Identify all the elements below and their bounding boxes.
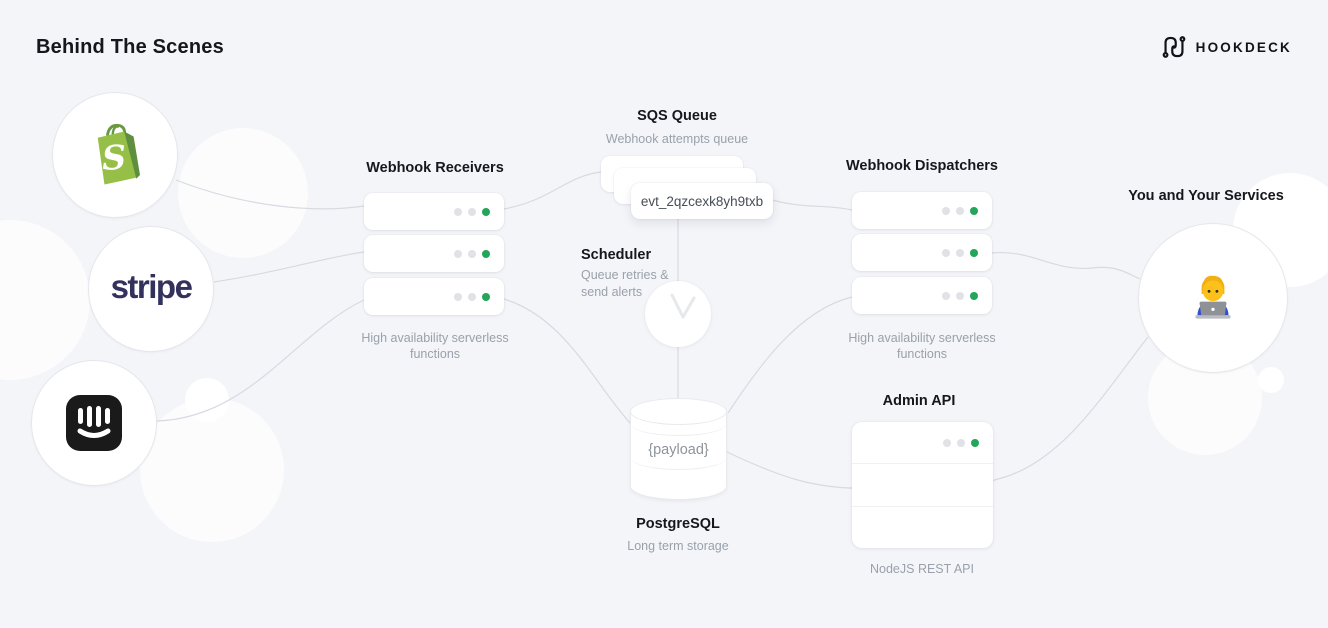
admin-api-row: [852, 422, 993, 463]
payload-label: {payload}: [648, 442, 709, 458]
status-dot: [454, 249, 462, 258]
source-stripe: stripe: [88, 226, 214, 352]
status-dot: [942, 291, 950, 300]
receiver-card: [364, 278, 504, 315]
destination-bubble: [1138, 223, 1288, 373]
shopify-bag-icon: S: [97, 123, 140, 185]
status-dot-green: [482, 249, 490, 258]
status-dot: [956, 291, 964, 300]
database-cylinder-icon: {payload}: [630, 398, 727, 500]
admin-api-caption: NodeJS REST API: [870, 562, 974, 576]
status-dot-green: [970, 291, 978, 300]
scheduler-title: Scheduler: [581, 247, 652, 263]
status-dot-green: [482, 292, 490, 301]
database-title: PostgreSQL: [636, 516, 720, 532]
admin-api-title: Admin API: [882, 393, 956, 409]
status-dot: [942, 206, 950, 215]
status-dot: [468, 292, 476, 301]
admin-api-row: [852, 463, 993, 505]
queue-title: SQS Queue: [637, 108, 717, 124]
source-shopify: S: [52, 92, 178, 218]
hookdeck-hook-icon: [1162, 36, 1186, 58]
status-dot: [957, 438, 965, 447]
receiver-card: [364, 235, 504, 272]
dispatchers-caption: High availability serverless functions: [848, 331, 996, 362]
svg-text:S: S: [101, 138, 127, 178]
source-intercom: [31, 360, 157, 486]
dispatcher-card: [852, 234, 992, 271]
page-title: Behind The Scenes: [36, 36, 224, 58]
scheduler-block: Scheduler Queue retries & send alerts: [581, 247, 685, 301]
status-dot-green: [482, 207, 490, 216]
event-id-label: evt_2qzcexk8yh9txb: [640, 193, 764, 209]
admin-api-row: [852, 505, 993, 548]
hookdeck-logo: HOOKDECK: [1161, 34, 1292, 60]
hookdeck-wordmark: HOOKDECK: [1195, 39, 1292, 55]
status-dot-green: [970, 206, 978, 215]
destination-title: You and Your Services: [1128, 188, 1284, 204]
ghost-circle: [178, 128, 308, 258]
admin-api-card: [852, 422, 993, 548]
queue-subtitle: Webhook attempts queue: [605, 132, 749, 146]
status-dot: [468, 207, 476, 216]
ghost-circle: [140, 398, 284, 542]
stripe-wordmark: stripe: [110, 268, 193, 305]
receivers-caption: High availability serverless functions: [361, 331, 509, 362]
status-dot: [468, 249, 476, 258]
status-dot-green: [971, 438, 979, 447]
queue-card-event: evt_2qzcexk8yh9txb: [631, 183, 773, 219]
status-dot: [454, 292, 462, 301]
status-dot: [942, 248, 950, 257]
receiver-card: [364, 193, 504, 230]
ghost-circle: [1258, 367, 1284, 393]
intercom-icon: [66, 395, 122, 451]
status-dot: [454, 207, 462, 216]
status-dot: [956, 248, 964, 257]
dispatcher-card: [852, 192, 992, 229]
receivers-title: Webhook Receivers: [366, 160, 504, 176]
status-dot: [943, 438, 951, 447]
dispatchers-title: Webhook Dispatchers: [845, 158, 999, 174]
scheduler-subtitle: Queue retries & send alerts: [581, 268, 669, 299]
technologist-emoji: [1195, 275, 1231, 319]
status-dot: [956, 206, 964, 215]
status-dot-green: [970, 248, 978, 257]
database-subtitle: Long term storage: [627, 539, 729, 553]
clock-icon: [645, 281, 711, 347]
dispatcher-card: [852, 277, 992, 314]
